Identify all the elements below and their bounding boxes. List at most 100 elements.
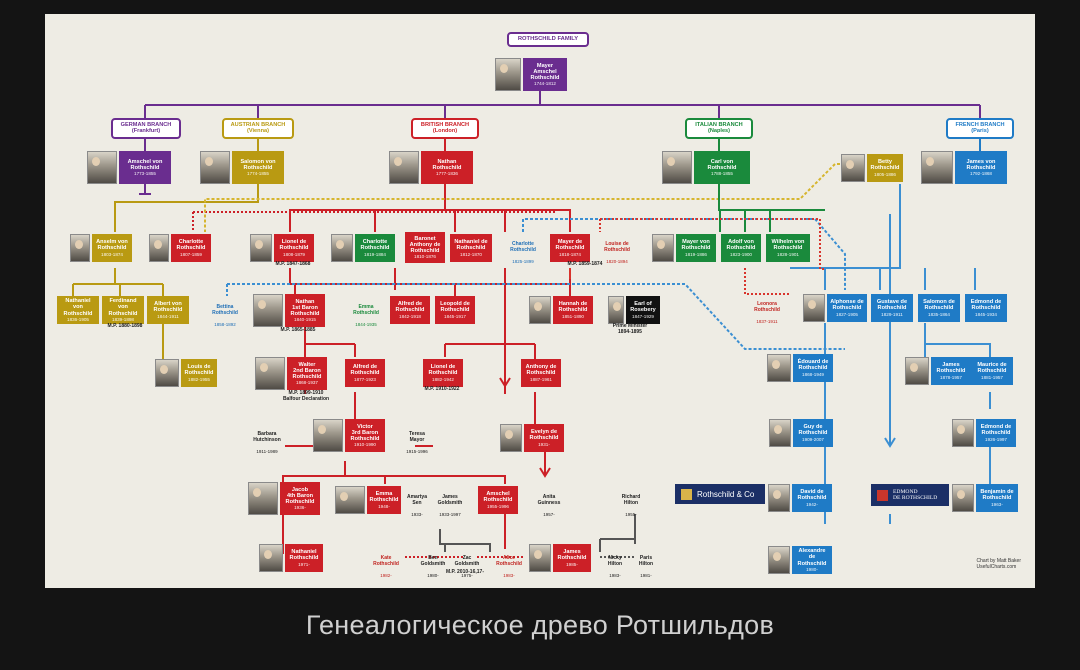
person-name: James von Rothschild [966, 158, 996, 171]
person-dates: 1777-1836 [436, 171, 458, 177]
person-name: Evelyn de Rothschild [529, 429, 559, 442]
person-victor-3rd-baron: Victor 3rd Baron Rothschild 1910-1990 [313, 419, 385, 452]
person-dates: 1847-1929 [632, 313, 654, 319]
person-dates: 1845-1934 [975, 311, 997, 317]
person-dates: 1911-1989 [256, 449, 278, 454]
person-name: Kate Rothschild [373, 554, 399, 567]
person-mayer-amschel: Mayer Amschel Rothschild 1744-1812 [495, 58, 567, 91]
person-james-1985: James Rothschild 1985- [529, 544, 591, 572]
person-nathaniel-de: Nathaniel de Rothschild 1812-1870 [450, 234, 492, 262]
person-jacob-4th-baron: Jacob 4th Baron Rothschild 1936- [248, 482, 320, 515]
person-earl-rosebery: Earl of Rosebery 1847-1929 [608, 296, 660, 324]
person-name: Emma Rothschild [353, 303, 379, 316]
crest-emblem-icon [877, 489, 888, 501]
person-card: Anselm von Rothschild 1803-1874 [92, 234, 132, 262]
person-name: Mayer de Rothschild [555, 239, 585, 252]
person-maurice-de: Maurice de Rothschild 1881-1957 [971, 357, 1013, 385]
person-name: David de Rothschild [797, 489, 827, 502]
person-card: Mayer Amschel Rothschild 1744-1812 [523, 58, 567, 91]
person-dates: 1881-1957 [981, 374, 1003, 380]
person-salomon-de: Salomon de Rothschild 1835-1864 [918, 294, 960, 322]
person-name: James Rothschild [557, 549, 587, 562]
person-dates: 1983- [609, 573, 621, 578]
person-name: Alphonse de Rothschild [830, 299, 864, 312]
spouse-teresa: Teresa Mayor 1915-1996 [397, 426, 437, 456]
family-tree-chart: ROTHSCHILD FAMILY Mayer Amschel Rothschi… [45, 14, 1035, 588]
person-david-de: David de Rothschild 1942- [768, 484, 832, 512]
portrait-photo [313, 419, 343, 452]
logo-text: Rothschild & Co [697, 489, 755, 499]
person-dates: 1820-1894 [606, 259, 628, 264]
person-name: Barbara Hutchinson [253, 430, 281, 443]
portrait-photo [952, 484, 974, 512]
person-card: Evelyn de Rothschild 1931- [524, 424, 564, 452]
person-dates: 1829-1911 [881, 311, 903, 317]
person-name: Lionel de Rothschild [279, 239, 309, 252]
person-name: Baronet Anthony de Rothschild [409, 235, 441, 255]
person-card: Gustave de Rothschild 1829-1911 [871, 294, 913, 322]
person-dates: 1926-1997 [985, 436, 1007, 442]
person-name: James Rothschild [936, 362, 966, 375]
logo-text: EDMOND DE ROTHSCHILD [893, 488, 938, 501]
person-card: Hannah de Rothschild 1851-1890 [553, 296, 593, 324]
person-dates: 1807-1859 [180, 251, 202, 257]
person-name: Nathaniel von Rothschild [63, 298, 93, 317]
person-name: Edmond de Rothschild [970, 299, 1002, 312]
person-name: Louis de Rothschild [184, 364, 214, 377]
portrait-photo [200, 151, 230, 184]
person-alfred-1842: Alfred de Rothschild 1842-1918 [390, 296, 430, 324]
portrait-photo [952, 419, 974, 447]
person-card: Mayer von Rothschild 1819-1886 [676, 234, 716, 262]
italian-branch-label: ITALIAN BRANCH (Naples) [685, 118, 753, 139]
person-name: Édouard de Rothschild [797, 359, 829, 372]
person-dates: 1909-2007 [802, 436, 824, 442]
person-name: Anita Guinness [537, 493, 561, 506]
person-adolf-von: Adolf von Rothschild 1823-1900 [721, 234, 761, 262]
spouse-nicky-hilton: Nicky Hilton 1983- [601, 550, 629, 580]
person-name: Teresa Mayor [409, 430, 425, 443]
portrait-photo [255, 357, 285, 390]
person-charlotte-1825: Charlotte Rothschild 1825-1899 [503, 236, 543, 266]
person-anselm-von: Anselm von Rothschild 1803-1874 [70, 234, 132, 262]
portrait-photo [767, 354, 791, 382]
person-ferdinand-von: Ferdinand von Rothschild 1839-1898 [102, 296, 144, 324]
person-anthony-1887: Anthony de Rothschild 1887-1961 [521, 359, 561, 387]
person-dates: 1825-1899 [512, 259, 534, 264]
person-dates: 1933-1997 [439, 512, 461, 517]
person-name: Guy de Rothschild [798, 424, 828, 437]
person-dates: 1851-1890 [562, 313, 584, 319]
person-dates: 1980- [427, 573, 439, 578]
portrait-photo [769, 419, 791, 447]
person-dates: 1980- [806, 566, 818, 572]
person-name: Charlotte Rothschild [176, 239, 206, 252]
person-name: Betty Rothschild [870, 159, 900, 172]
person-name: Salomon de Rothschild [923, 299, 955, 312]
person-name: Nathaniel de Rothschild [454, 239, 488, 252]
person-card: Ferdinand von Rothschild 1839-1898 [102, 296, 144, 324]
person-dates: 1792-1868 [970, 171, 992, 177]
portrait-photo [70, 234, 90, 262]
portrait-photo [841, 154, 865, 182]
person-dates: 1810-1876 [414, 254, 436, 260]
connector-lines [72, 91, 991, 558]
person-dates: 1942- [806, 501, 818, 507]
person-walter-2nd-baron: Walter 2nd Baron Rothschild 1868-1937 [255, 357, 327, 390]
edmond-de-rothschild-logo: EDMOND DE ROTHSCHILD [871, 484, 949, 506]
person-dates: 1835-1864 [928, 311, 950, 317]
person-card: Maurice de Rothschild 1881-1957 [971, 357, 1013, 385]
spouse-amartya: Amartya Sen 1933- [399, 489, 435, 519]
person-carl-von: Carl von Rothschild 1788-1855 [662, 151, 750, 184]
austrian-branch-label: AUSTRIAN BRANCH (Vienna) [222, 118, 294, 139]
spouse-alice: Alice Rothschild 1983- [491, 550, 527, 580]
portrait-photo [259, 544, 283, 572]
person-name: Amschel von Rothschild [127, 158, 163, 171]
person-gustave-de: Gustave de Rothschild 1829-1911 [871, 294, 913, 322]
person-name: Nathan Rothschild [432, 158, 462, 171]
portrait-photo [495, 58, 521, 91]
person-dates: 1887-1961 [530, 376, 552, 382]
person-dates: 1839-1898 [112, 316, 134, 322]
person-name: Ben Goldsmith [420, 554, 446, 567]
person-nathan: Nathan Rothschild 1777-1836 [389, 151, 473, 184]
person-card: Mayer de Rothschild 1818-1874 [550, 234, 590, 262]
person-evelyn-de: Evelyn de Rothschild 1931- [500, 424, 564, 452]
